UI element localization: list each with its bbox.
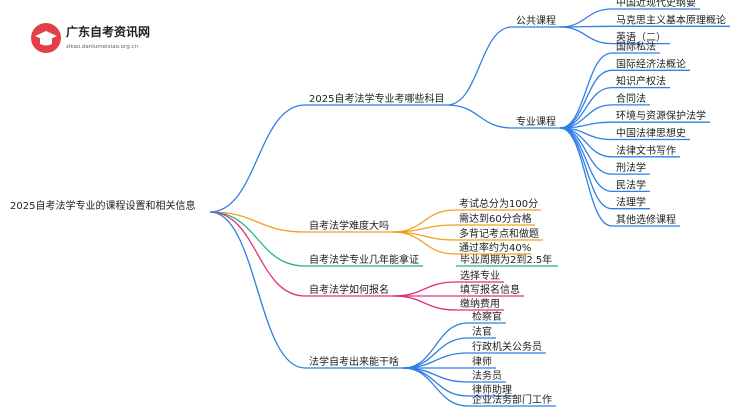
leaf-node-0-1-8: 民法学: [616, 178, 646, 191]
leaf-node-3-2: 缴纳费用: [460, 297, 500, 310]
leaf-node-0-1-6: 法律文书写作: [616, 144, 676, 157]
leaf-node-0-1-5: 中国法律思想史: [616, 127, 686, 140]
link-leaf-3-2: [392, 295, 457, 311]
link-leaf-0-1-9: [559, 127, 613, 210]
link-sub-0-1: [446, 104, 513, 129]
leaf-node-1-0: 考试总分为100分: [459, 197, 538, 210]
sub-node-0-1: 专业课程: [516, 115, 556, 128]
leaf-node-0-0-1: 马克思主义基本原理概论: [616, 13, 726, 26]
leaf-node-0-1-9: 法理学: [616, 196, 646, 209]
link-branch-4: [209, 211, 306, 369]
link-leaf-0-1-1: [559, 69, 613, 129]
branch-node-2: 自考法学专业几年能拿证: [309, 253, 419, 266]
link-branch-3: [209, 211, 306, 297]
link-leaf-0-1-8: [559, 127, 613, 193]
leaf-node-3-1: 填写报名信息: [460, 283, 520, 296]
branch-node-3: 自考法学如何报名: [309, 283, 389, 296]
link-branch-0: [209, 104, 306, 213]
branch-node-1: 自考法学难度大吗: [309, 219, 389, 232]
link-leaf-4-6: [402, 367, 469, 407]
link-leaf-4-4: [402, 367, 469, 383]
link-leaf-0-0-1: [559, 25, 613, 28]
leaf-node-1-1: 需达到60分合格: [459, 212, 532, 225]
leaf-node-0-1-1: 国际经济法概论: [616, 57, 686, 70]
link-leaf-0-0-0: [559, 8, 613, 28]
leaf-node-3-0: 选择专业: [460, 269, 500, 282]
link-leaf-0-0-2: [559, 26, 613, 45]
leaf-node-0-1-0: 国际私法: [616, 40, 656, 53]
link-branch-2: [209, 211, 306, 267]
branch-node-0: 2025自考法学专业考哪些科目: [309, 92, 444, 105]
leaf-node-2-0: 毕业周期为2到2.5年: [460, 253, 552, 266]
link-leaf-0-1-0: [559, 52, 613, 129]
leaf-node-4-1: 法官: [472, 325, 492, 338]
link-leaf-0-1-10: [559, 127, 613, 227]
sub-node-0-0: 公共课程: [516, 15, 556, 27]
site-logo: 广东自考资讯网 zikao.danlumeixiao.org.cn: [31, 23, 150, 53]
leaf-node-1-3: 通过率约为40%: [459, 241, 531, 254]
leaf-node-4-3: 律师: [472, 355, 492, 368]
branch-node-4: 法学自考出来能干啥: [309, 355, 399, 368]
leaf-node-0-1-10: 其他选修课程: [616, 213, 676, 226]
link-leaf-1-3: [392, 231, 456, 255]
link-leaf-4-0: [402, 322, 469, 369]
leaf-node-0-1-4: 环境与资源保护法学: [616, 109, 706, 122]
leaf-node-0-0-2: 英语（二）: [616, 31, 666, 44]
link-leaf-3-0: [392, 281, 457, 297]
leaf-node-0-1-7: 刑法学: [616, 161, 646, 174]
leaf-node-4-2: 行政机关公务员: [472, 340, 542, 353]
leaf-node-1-2: 多背记考点和做题: [459, 227, 539, 240]
leaf-node-4-4: 法务员: [472, 369, 502, 382]
mindmap-nodes: 2025自考法学专业的课程设置和相关信息2025自考法学专业考哪些科目公共课程中…: [10, 0, 726, 406]
logo-title: 广东自考资讯网: [66, 24, 150, 39]
leaf-node-4-0: 检察官: [472, 310, 502, 323]
link-branch-1: [209, 211, 306, 233]
leaf-node-0-1-3: 合同法: [616, 92, 646, 105]
logo-subtitle: zikao.danlumeixiao.org.cn: [66, 44, 138, 50]
leaf-node-4-5: 律师助理: [472, 383, 512, 396]
mindmap-links: [209, 8, 730, 407]
leaf-node-0-0-0: 中国近现代史纲要: [616, 0, 696, 9]
root-node: 2025自考法学专业的课程设置和相关信息: [10, 199, 195, 212]
leaf-node-4-6: 企业法务部门工作: [472, 393, 552, 406]
leaf-node-0-1-2: 知识产权法: [616, 75, 666, 88]
graduation-cap-icon: [35, 31, 57, 46]
link-sub-0-0: [446, 26, 513, 106]
